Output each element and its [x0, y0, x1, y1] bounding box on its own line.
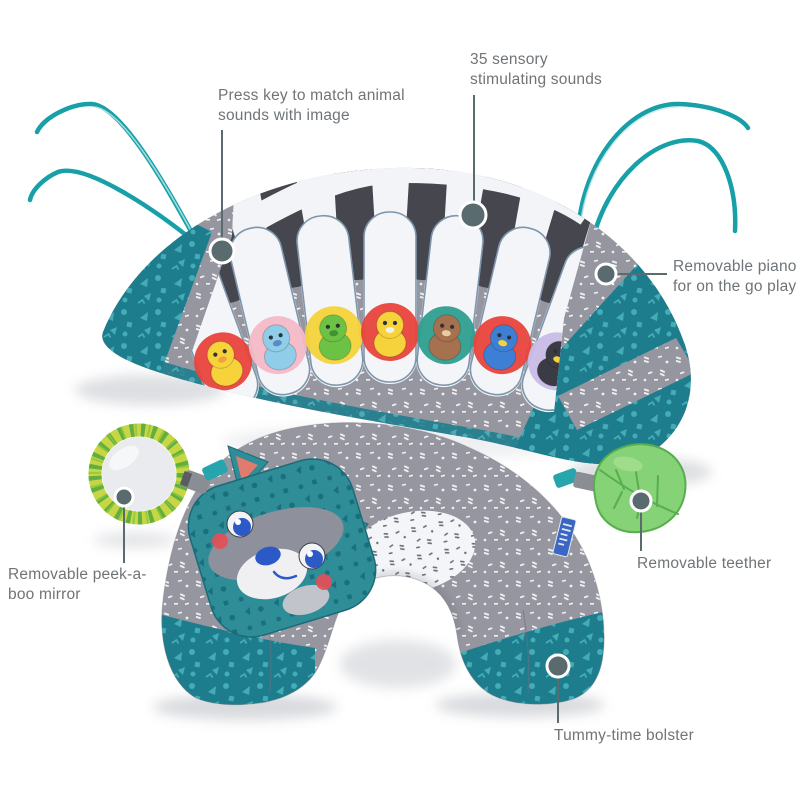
- callout-lines: [123, 95, 667, 723]
- callout-dot-press-key: [208, 237, 236, 265]
- animal-badge-monkey-icon: [417, 306, 476, 365]
- callout-label-peek-a-boo-mirror: Removable peek-a-boo mirror: [8, 566, 147, 604]
- callout-dot-sensory-sounds: [458, 200, 488, 230]
- ribbon-right-inner: [589, 137, 738, 245]
- mirror-clamp: [179, 459, 228, 494]
- mirror-glass: [102, 437, 176, 511]
- animal-badge-duck-icon: [194, 332, 253, 391]
- raccoon-face: [187, 445, 377, 638]
- animal-badge-frog-icon: [304, 306, 363, 365]
- raccoon-nose: [255, 546, 281, 566]
- callout-label-press-key: Press key to match animal sounds with im…: [218, 87, 405, 125]
- callout-label-removable-piano: Removable piano for on the go play: [673, 258, 797, 296]
- ribbon-highlights: [93, 106, 679, 237]
- peek-a-boo-mirror: [88, 423, 190, 525]
- raccoon-cheek-left: [212, 533, 228, 549]
- callout-dot-removable-piano: [594, 262, 618, 286]
- teether-loop: [553, 468, 579, 488]
- raccoon-smile: [272, 570, 298, 580]
- callout-label-sensory-sounds: 35 sensory stimulating sounds: [470, 51, 602, 89]
- animal-badge-lion-icon: [361, 303, 419, 361]
- ribbon-right-outer: [575, 101, 751, 235]
- bolster-left-teal-bottom: [161, 612, 315, 705]
- brand-tag: [552, 516, 577, 558]
- raccoon-cheek-right: [316, 574, 332, 590]
- ribbon-left-outer: [34, 101, 195, 236]
- piano-right-gray-band: [558, 338, 691, 430]
- animal-badge-elephant-icon: [248, 316, 307, 375]
- callout-dot-peek-a-boo-mirror: [113, 486, 135, 508]
- callout-dot-tummy-time-bolster: [545, 653, 571, 679]
- ribbon-left-inner: [27, 168, 199, 246]
- callout-label-tummy-time-bolster: Tummy-time bolster: [554, 727, 694, 744]
- callout-dots: [113, 200, 653, 679]
- callout-label-removable-teether: Removable teether: [637, 555, 772, 572]
- callout-dot-removable-teether: [629, 489, 653, 513]
- animal-badge-parrot-icon: [473, 316, 532, 375]
- raccoon-muzzle: [236, 548, 308, 600]
- teether-leaf: [592, 443, 687, 534]
